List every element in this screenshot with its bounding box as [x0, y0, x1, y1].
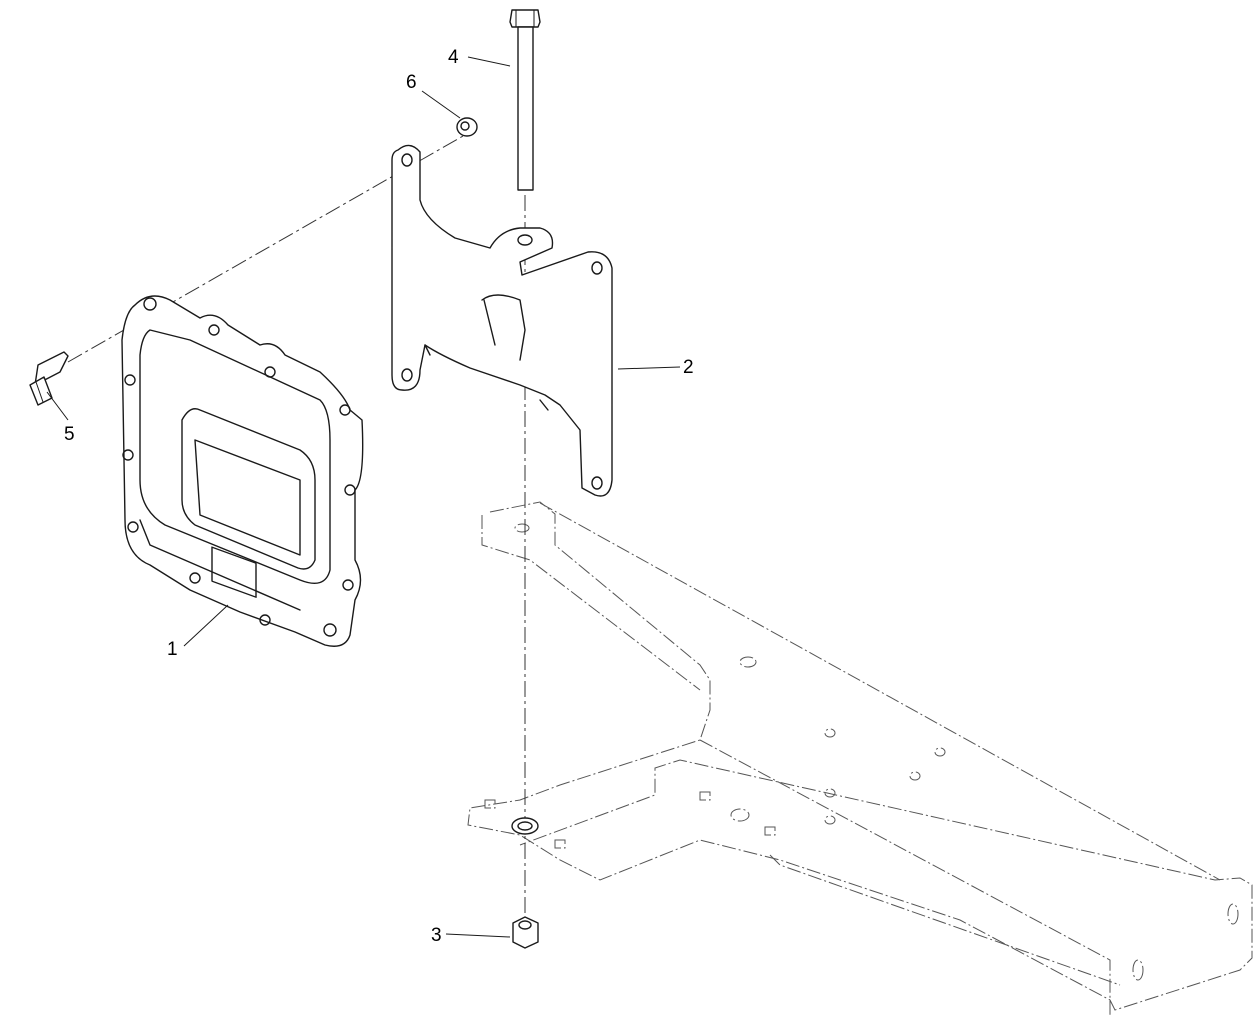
leader-5: [46, 391, 69, 421]
mounting-bracket: [391, 144, 613, 497]
callout-4: 4: [448, 47, 459, 68]
bolt-5: [29, 351, 69, 406]
washer-hole: [517, 821, 533, 831]
leader-2: [617, 366, 681, 370]
callout-3: 3: [431, 925, 442, 946]
callout-2: 2: [683, 357, 694, 378]
control-module: [121, 295, 364, 647]
callout-5: 5: [64, 424, 75, 445]
mounting-frame-phantom: [467, 501, 1253, 1015]
leader-3: [445, 933, 511, 938]
nut-3: [512, 916, 539, 949]
callout-6: 6: [406, 72, 417, 93]
leader-4: [467, 56, 511, 67]
leader-1: [183, 604, 229, 647]
callout-1: 1: [167, 639, 178, 660]
nut-6: [456, 117, 478, 137]
washer: [511, 817, 539, 835]
bolt-4: [509, 9, 541, 191]
leader-6: [421, 90, 461, 119]
